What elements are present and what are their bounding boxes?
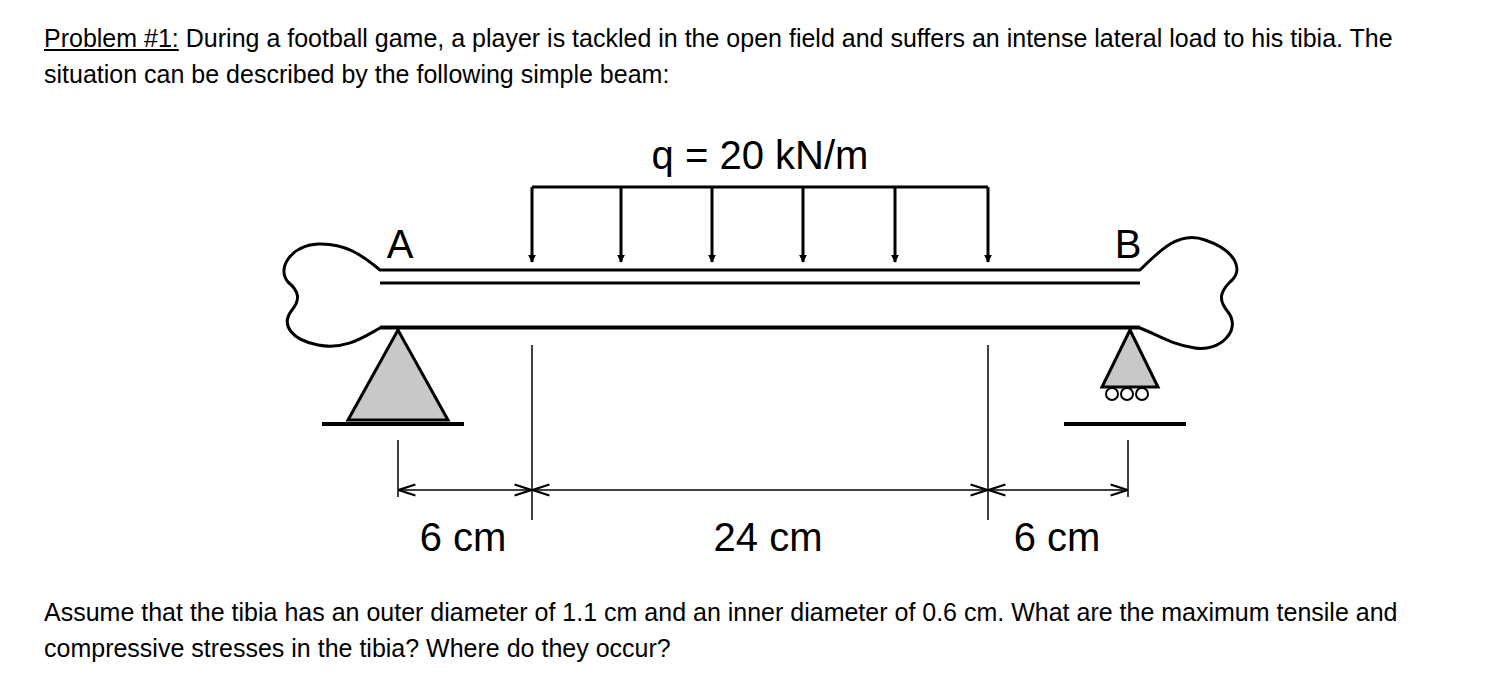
pin-support (322, 330, 464, 424)
roller-support (1064, 330, 1186, 424)
dimension-lines (398, 345, 1128, 520)
dimension-label: 6 cm (1014, 514, 1101, 560)
distributed-load (532, 187, 988, 262)
support-label: A (387, 221, 414, 267)
tibia-bone (284, 237, 1237, 348)
dimension-label: 6 cm (420, 514, 507, 560)
beam-edge (380, 326, 1140, 329)
problem-statement: Problem #1:During a football game, a pla… (44, 20, 1474, 92)
problem-number: Problem #1: (44, 24, 179, 52)
question-text: Assume that the tibia has an outer diame… (44, 594, 1404, 666)
dimension-label: 24 cm (714, 514, 823, 560)
beam-edge (380, 282, 1140, 285)
load-label: q = 20 kN/m (652, 132, 869, 178)
problem-text: During a football game, a player is tack… (44, 24, 1393, 88)
support-label: B (1115, 221, 1142, 267)
